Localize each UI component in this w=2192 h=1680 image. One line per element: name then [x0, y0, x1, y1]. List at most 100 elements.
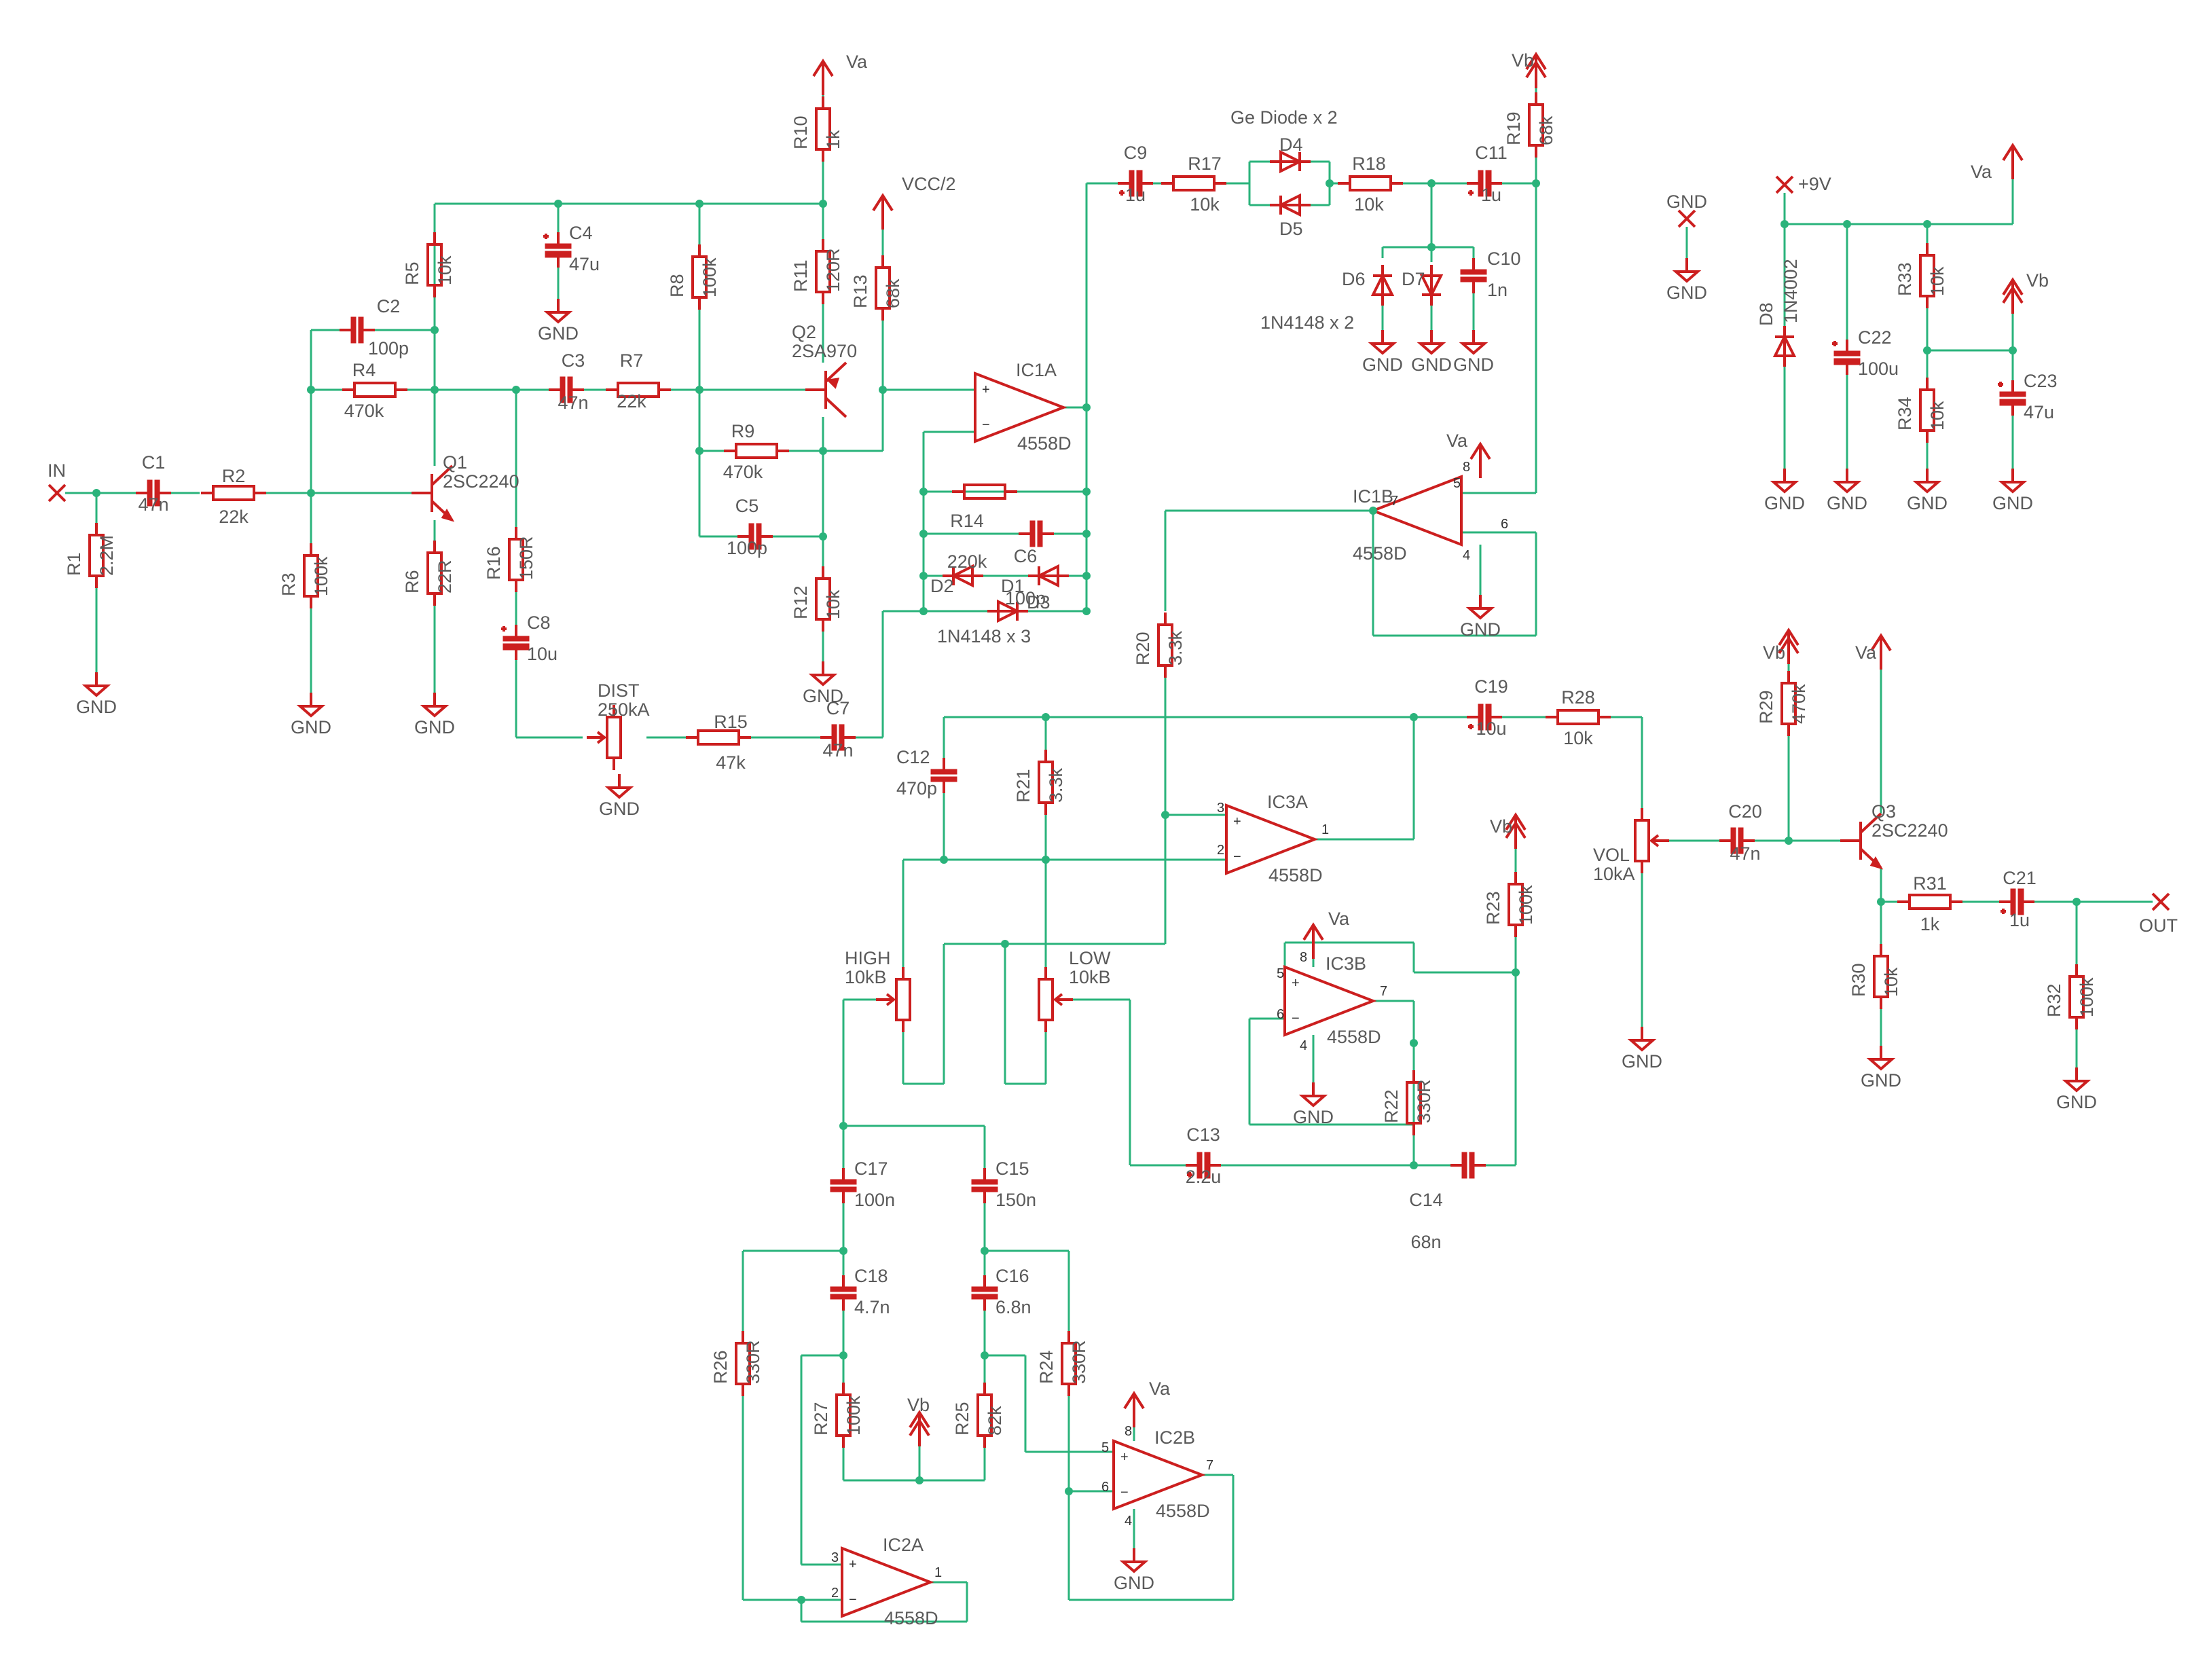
- ref-label: R23: [1483, 891, 1503, 925]
- ref-label: IC2B: [1154, 1427, 1195, 1448]
- junction-dot: [2072, 898, 2081, 906]
- ref-label: R21: [1013, 769, 1034, 803]
- ref-label: R14: [950, 511, 984, 531]
- ref-label: R2: [222, 466, 246, 486]
- junctions: [92, 179, 2081, 1604]
- gnd-label: GND: [1460, 619, 1501, 640]
- capacitor-plate: [839, 724, 845, 751]
- junction-dot: [431, 386, 439, 394]
- net-label: Va: [846, 52, 868, 72]
- pin-number: 6: [1501, 517, 1508, 532]
- capacitor-c12: [930, 769, 957, 775]
- junction-dot: [1326, 179, 1334, 187]
- plus-sign: +: [1120, 1450, 1129, 1465]
- value-label: 4558D: [1156, 1501, 1210, 1521]
- ref-label: VOL: [1593, 845, 1630, 865]
- value-label: 1u: [2009, 910, 2030, 930]
- resistor-r33: [1919, 254, 1935, 297]
- pin-number: 7: [1206, 1458, 1213, 1473]
- resistor-r29: [1780, 682, 1797, 725]
- supply-arrow: [812, 58, 834, 95]
- gnd-label: GND: [1861, 1070, 1901, 1091]
- emitter-arrow: [1869, 856, 1884, 870]
- gnd-label: GND: [1992, 493, 2033, 513]
- ref-label: C5: [735, 496, 759, 516]
- capacitor-c17: [830, 1179, 857, 1185]
- junction-dot: [1532, 179, 1540, 187]
- junction-dot: [695, 386, 704, 394]
- gnd-symbol: [1465, 595, 1495, 620]
- ref-label: D3: [1027, 592, 1051, 613]
- junction-dot: [1065, 1487, 1073, 1495]
- capacitor-plate: [830, 1294, 857, 1300]
- value-label: 22k: [617, 391, 646, 412]
- ref-label: D4: [1279, 134, 1303, 155]
- polarity-mark: [1468, 724, 1474, 729]
- value-label: 22k: [219, 507, 249, 527]
- gnd-label: GND: [1907, 493, 1948, 513]
- resistor-r13: [875, 266, 891, 310]
- value-label: 100p: [727, 538, 767, 558]
- value-label: 2SA970: [792, 341, 857, 361]
- ref-label: R28: [1561, 687, 1595, 708]
- polarity-mark: [1119, 190, 1125, 196]
- net-label: +9V: [1798, 174, 1831, 194]
- value-label: 10kB: [1069, 967, 1111, 987]
- junction-dot: [431, 326, 439, 334]
- value-label: 470p: [896, 778, 937, 799]
- junction-dot: [695, 447, 704, 455]
- ref-label: C4: [569, 223, 593, 243]
- resistor-r34: [1919, 388, 1935, 432]
- ref-label: C9: [1124, 143, 1148, 163]
- junction-dot: [1410, 1039, 1418, 1047]
- ref-label: IC2A: [883, 1535, 924, 1555]
- note-label: 1N4148 x 2: [1260, 312, 1354, 333]
- resistor-r14: [963, 483, 1006, 500]
- pin-number: 7: [1380, 984, 1387, 999]
- plus-sign: +: [849, 1557, 857, 1572]
- pot-high: [895, 978, 911, 1021]
- value-label: 150n: [995, 1190, 1036, 1210]
- value-label: 4558D: [1327, 1027, 1381, 1047]
- ref-label: R18: [1352, 153, 1386, 174]
- ref-label: R31: [1913, 873, 1947, 894]
- value-label: 10u: [1476, 718, 1506, 739]
- ref-label: R29: [1756, 690, 1776, 724]
- resistor-r11: [815, 250, 831, 293]
- junction-dot: [1427, 179, 1436, 187]
- ref-label: D8: [1756, 302, 1776, 326]
- pin-number: 4: [1125, 1514, 1132, 1529]
- pin-number: 2: [1217, 843, 1224, 858]
- junction-dot: [92, 489, 101, 497]
- capacitor-plate: [756, 523, 762, 550]
- value-label: 150R: [516, 536, 536, 580]
- ref-label: R3: [278, 572, 299, 596]
- pot-wiper: [876, 993, 896, 1006]
- resistor-r21: [1038, 761, 1054, 804]
- emitter-arrow: [826, 378, 840, 389]
- ref-label: IC3A: [1267, 792, 1308, 812]
- resistor-r4: [353, 382, 397, 398]
- net-label: Va: [1149, 1378, 1171, 1399]
- pin-number: 6: [1101, 1480, 1109, 1495]
- ref-label: C2: [377, 296, 401, 316]
- gnd-label: GND: [76, 697, 117, 717]
- value-label: 470k: [723, 462, 763, 482]
- pot-low: [1038, 978, 1054, 1021]
- value-label: 1u: [1481, 185, 1501, 205]
- polarity-mark: [2001, 909, 2006, 914]
- ref-label: R33: [1895, 262, 1915, 296]
- gnd-symbol: [1832, 469, 1862, 494]
- gnd-label: GND: [599, 799, 640, 819]
- supply-arrow: [2002, 143, 2024, 179]
- ref-label: C15: [995, 1158, 1029, 1179]
- ref-label: C8: [527, 613, 551, 633]
- value-label: 10k: [1190, 194, 1220, 215]
- net-label: Vb: [2026, 270, 2049, 291]
- minus-sign: −: [982, 418, 990, 433]
- value-label: 330R: [1069, 1340, 1089, 1384]
- junction-dot: [695, 200, 704, 208]
- value-label: 330R: [743, 1340, 763, 1384]
- resistor-r18: [1349, 175, 1392, 191]
- capacitor-c19: [1478, 704, 1484, 731]
